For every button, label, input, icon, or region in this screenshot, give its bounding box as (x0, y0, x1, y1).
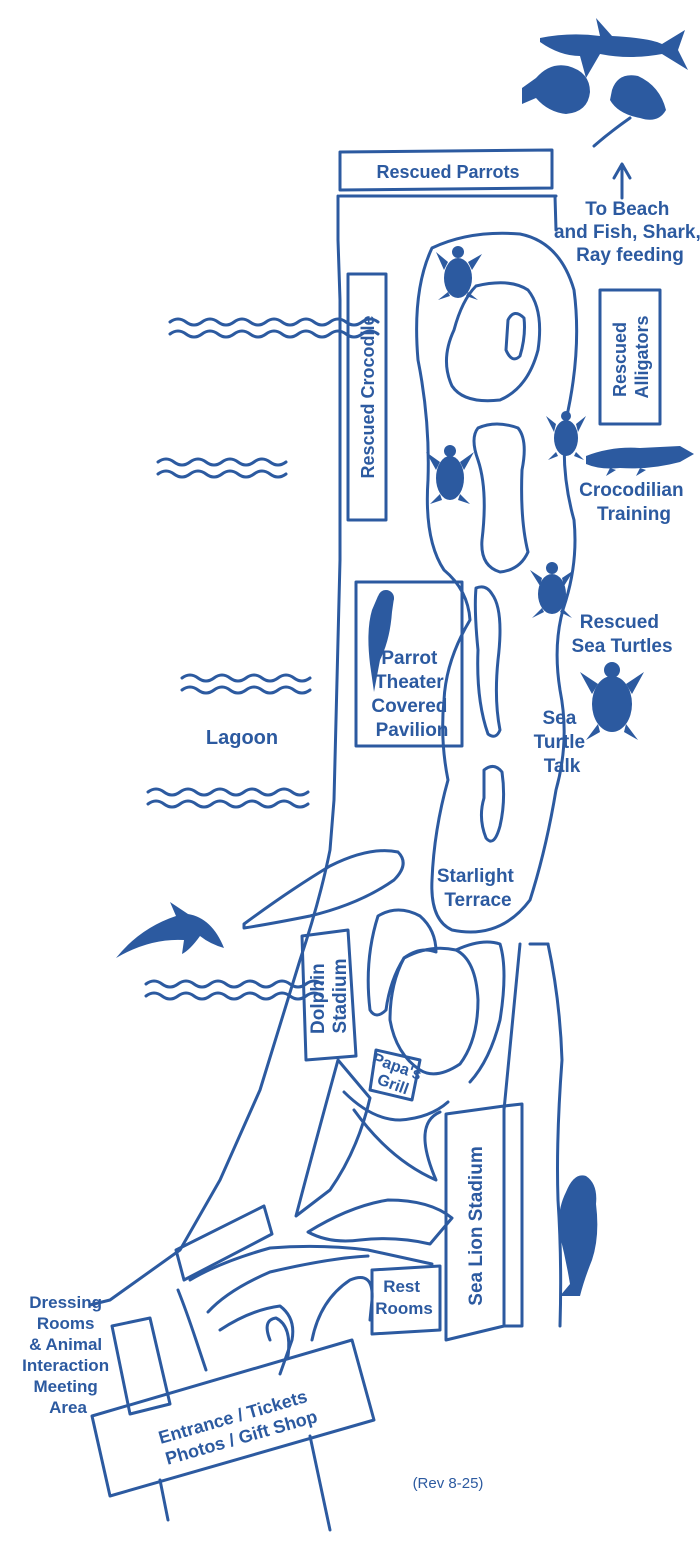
dolphin-icon (116, 902, 224, 958)
svg-text:Sea Turtle Talk: Sea Turtle Talk (534, 708, 591, 777)
sea-turtle-icon (436, 246, 482, 300)
dressing-rooms-area[interactable]: Dressing Rooms & Animal Interaction Meet… (22, 1293, 172, 1417)
rescued-alligators-label-line2: Alligators (632, 315, 652, 398)
sea-turtle-icon (530, 562, 574, 618)
lagoon-label: Lagoon (206, 727, 278, 749)
dressing-rooms-label-line6: Area (49, 1398, 87, 1417)
svg-text:Starlight Terrace: Starlight Terrace (437, 866, 519, 911)
dressing-rooms-label-line3: & Animal (29, 1335, 102, 1354)
east-path (546, 942, 564, 1328)
beach-label-line1: To Beach (585, 199, 669, 220)
svg-text:Dressing Rooms & A: Dressing Rooms & Animal Interaction Meet… (22, 1293, 114, 1417)
sea-turtle-icon (546, 411, 586, 460)
rescued-parrots-label: Rescued Parrots (376, 162, 519, 182)
revision-label: (Rev 8-25) (413, 1475, 484, 1492)
sea-turtle-talk-label-line2: Turtle (534, 732, 585, 753)
dressing-rooms-label-line2: Rooms (37, 1314, 95, 1333)
beach-label-line3: Ray feeding (576, 245, 684, 266)
rest-rooms-label-line1: Rest (383, 1277, 420, 1296)
water-wave-icon (146, 787, 310, 809)
svg-text:To Beach and Fish, Shark: To Beach and Fish, Shark, Ray feeding (554, 199, 700, 266)
dolphin-pier (242, 849, 405, 930)
dressing-rooms-label-line1: Dressing (29, 1293, 102, 1312)
dressing-rooms-label-line5: Meeting (34, 1377, 98, 1396)
dolphin-stadium-area[interactable]: Dolphin Stadium (300, 928, 358, 1062)
rescued-parrots-area[interactable]: Rescued Parrots (338, 148, 554, 192)
beach-direction: To Beach and Fish, Shark, Ray feeding (554, 162, 700, 266)
parrot-icon (368, 590, 394, 692)
sea-turtle-talk-label-line1: Sea (542, 708, 576, 729)
rest-rooms-label-line2: Rooms (375, 1299, 433, 1318)
rescued-crocodile-area[interactable]: Rescued Crocodile (346, 272, 388, 522)
dressing-rooms-label-line4: Interaction (22, 1356, 109, 1375)
crocodilian-training-label-line1: Crocodilian (579, 480, 684, 501)
water-wave-icon (144, 979, 324, 1001)
starlight-terrace-label-line1: Starlight (437, 866, 515, 887)
fish-icon (522, 65, 590, 114)
svg-text:Crocodilian Training: Crocodilian Training (579, 480, 689, 525)
pathways (174, 1058, 454, 1376)
sea-turtle-talk-label-line3: Talk (544, 756, 581, 777)
svg-text:Rest Rooms: Rest Rooms (375, 1277, 433, 1318)
water-wave-icon (156, 457, 288, 479)
water-wave-icon (180, 673, 312, 695)
parrot-theater-label-line1: Parrot (381, 648, 438, 669)
entrance-area[interactable]: Entrance / Tickets Photos / Gift Shop (90, 1338, 376, 1532)
sea-turtle-icon (580, 662, 644, 740)
dolphin-stadium-label-line2: Stadium (330, 959, 351, 1034)
central-plaza (366, 908, 550, 1112)
park-outline (88, 194, 558, 1307)
stingray-icon (592, 75, 666, 148)
shark-icon (540, 18, 688, 78)
rescued-alligators-label-line1: Rescued (610, 322, 630, 397)
rescued-alligators-area[interactable]: Rescued Alligators (598, 288, 662, 426)
svg-text:Rescued Alligators: Rescued Alligators (610, 315, 652, 398)
parrot-theater-label-line2: Theater (375, 672, 444, 693)
beach-label-line2: and Fish, Shark, (554, 222, 700, 243)
rest-rooms-area[interactable]: Rest Rooms (370, 1264, 442, 1336)
sea-turtle-icon (426, 445, 474, 504)
sea-lion-icon (558, 1175, 598, 1296)
rescued-sea-turtles-label-line1: Rescued (580, 612, 659, 633)
sea-lion-stadium-label: Sea Lion Stadium (466, 1146, 487, 1305)
crocodilian-training-label-line2: Training (597, 504, 671, 525)
parrot-theater-label-line3: Covered (371, 696, 447, 717)
parrot-theater-label-line4: Pavilion (376, 720, 449, 741)
svg-text:Rescued Sea Turtles: Rescued Sea Turtles (571, 612, 672, 657)
arrow-up-icon (612, 162, 632, 200)
rescued-crocodile-label: Rescued Crocodile (358, 315, 378, 478)
sea-lion-stadium-area[interactable]: Sea Lion Stadium (444, 1102, 524, 1342)
dolphin-stadium-label-line1: Dolphin (308, 963, 329, 1034)
alligator-icon (586, 446, 694, 476)
papas-grill-area[interactable]: Papa's Grill (364, 1048, 428, 1102)
turtle-lagoon (415, 231, 579, 934)
water-wave-icon (168, 317, 380, 339)
starlight-terrace-label-line2: Terrace (444, 890, 511, 911)
rescued-sea-turtles-label-line2: Sea Turtles (571, 636, 672, 657)
svg-text:Dolphin Stadium: Dolphin Stadium (308, 958, 351, 1034)
svg-text:Entrance / Tickets Photo: Entrance / Tickets Photos / Gift Shop (156, 1385, 320, 1469)
parrot-theater-area[interactable]: Parrot Theater Covered Pavilion (354, 580, 464, 748)
svg-text:Parrot Theater Cov: Parrot Theater Covered Pavilion (371, 648, 452, 741)
